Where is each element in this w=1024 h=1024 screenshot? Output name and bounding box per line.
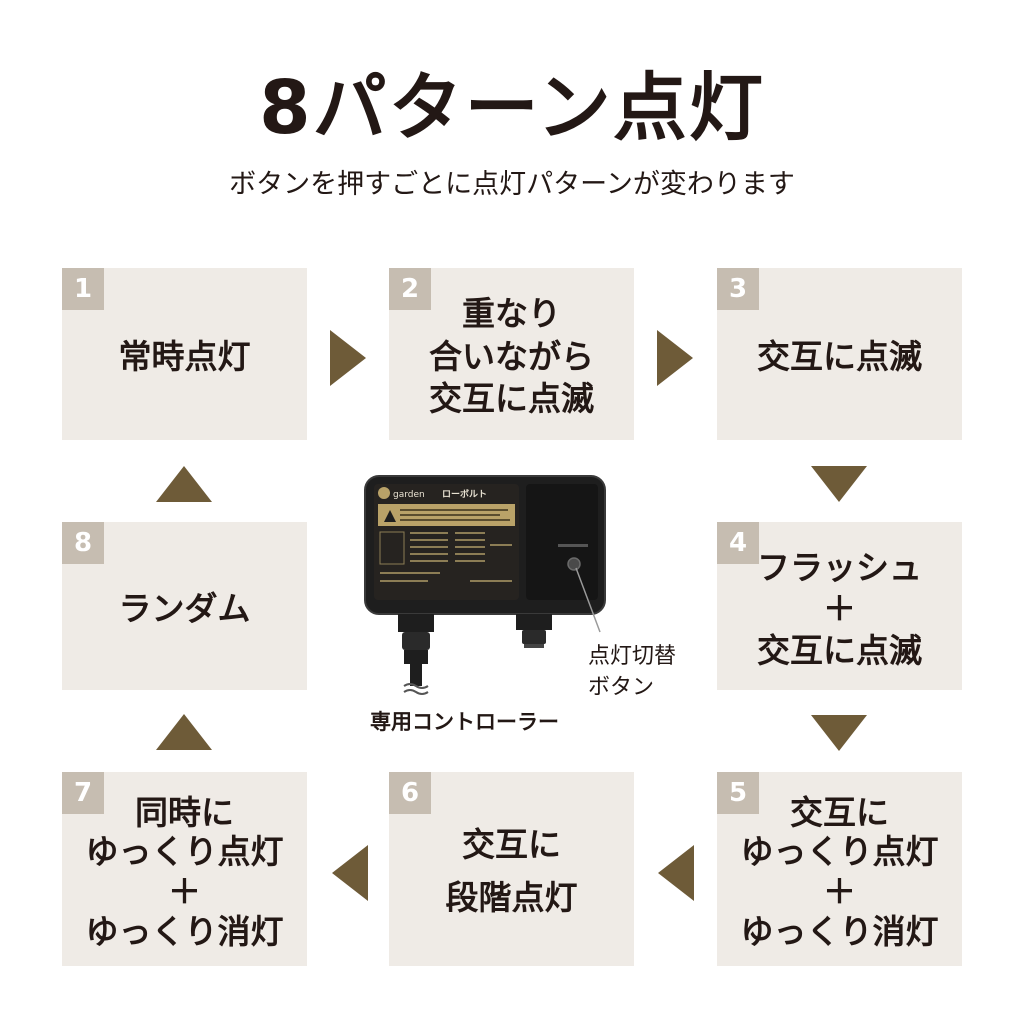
pattern-card-2: 2 重なり 合いながら 交互に点滅 (389, 268, 634, 440)
arrow-up-icon (156, 466, 212, 502)
pattern-label: 常時点灯 (118, 336, 251, 376)
pattern-number-badge: 3 (717, 268, 759, 310)
page-title: 8パターン点灯 (259, 65, 765, 151)
button-callout-text: 点灯切替 ボタン (588, 644, 677, 700)
controller-caption: 専用コントローラー (370, 710, 559, 734)
pattern-card-8: 8 ランダム (62, 522, 307, 690)
pattern-label: 重なり 合いながら 交互に点滅 (429, 293, 594, 419)
pattern-number-badge: 8 (62, 522, 104, 564)
pattern-number-badge: 1 (62, 268, 104, 310)
pattern-card-4: 4 フラッシュ ＋ 交互に点滅 (717, 522, 962, 690)
pattern-label: フラッシュ ＋ 交互に点滅 (757, 548, 922, 670)
arrow-left-icon (658, 845, 694, 901)
arrow-right-icon (330, 330, 366, 386)
pattern-card-3: 3 交互に点滅 (717, 268, 962, 440)
pattern-label: 同時に ゆっくり点灯 ＋ ゆっくり消灯 (85, 792, 284, 951)
pattern-label: ランダム (118, 588, 251, 628)
pattern-number-badge: 4 (717, 522, 759, 564)
pattern-number-badge: 6 (389, 772, 431, 814)
arrow-down-icon (811, 466, 867, 502)
pattern-card-1: 1 常時点灯 (62, 268, 307, 440)
arrow-down-icon (811, 715, 867, 751)
pattern-card-7: 7 同時に ゆっくり点灯 ＋ ゆっくり消灯 (62, 772, 307, 966)
pattern-number-badge: 2 (389, 268, 431, 310)
brand-logo-text: garden (393, 490, 425, 500)
arrow-right-icon (657, 330, 693, 386)
page-subtitle: ボタンを押すごとに点灯パターンが変わります (229, 169, 795, 200)
brand-name-text: ローボルト (442, 488, 487, 500)
pattern-card-5: 5 交互に ゆっくり点灯 ＋ ゆっくり消灯 (717, 772, 962, 966)
pattern-label: 交互に ゆっくり点灯 ＋ ゆっくり消灯 (740, 792, 939, 951)
controller-device-illustration: garden ローボルト (364, 475, 606, 695)
pattern-number-badge: 5 (717, 772, 759, 814)
arrow-left-icon (332, 845, 368, 901)
lighting-switch-button (567, 557, 581, 571)
pattern-label: 交互に 段階点灯 (445, 825, 578, 917)
pattern-label: 交互に点滅 (757, 336, 922, 376)
pattern-number-badge: 7 (62, 772, 104, 814)
pattern-card-6: 6 交互に 段階点灯 (389, 772, 634, 966)
arrow-up-icon (156, 714, 212, 750)
